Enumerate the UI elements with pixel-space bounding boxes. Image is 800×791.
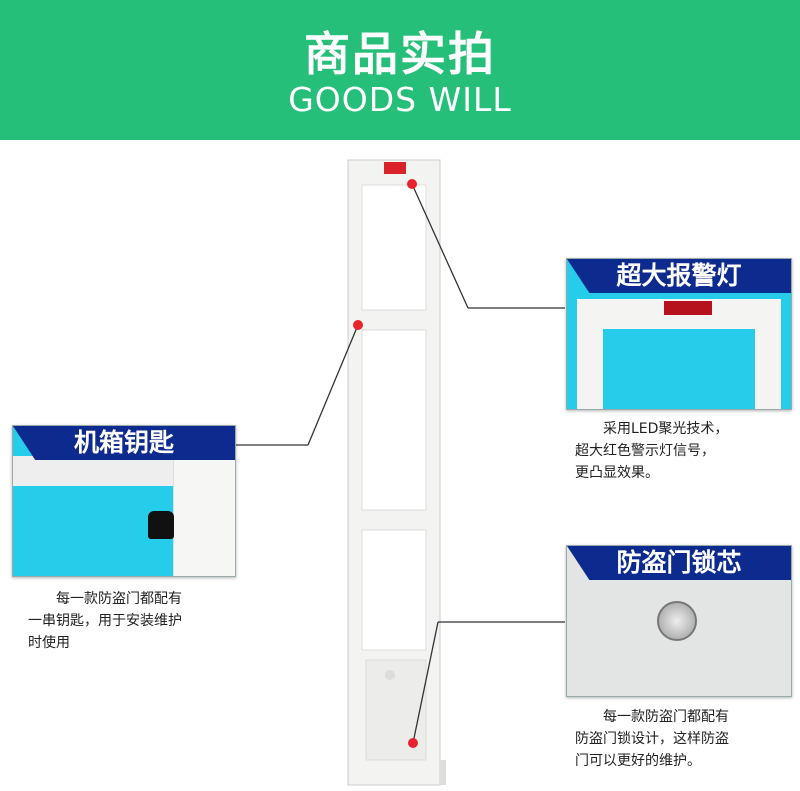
marker-dot xyxy=(408,738,418,748)
page-title: 商品实拍 xyxy=(304,27,496,81)
desc-line: 门可以更好的维护。 xyxy=(575,753,701,769)
desc-line: 每一款防盗门都配有 xyxy=(603,709,729,725)
desc-line: 时使用 xyxy=(28,635,70,651)
desc-line: 更凸显效果。 xyxy=(575,465,659,481)
desc-line: 超大红色警示灯信号， xyxy=(575,443,715,459)
alarm-light xyxy=(384,162,406,174)
desc-line: 采用LED聚光技术， xyxy=(603,421,729,437)
key-icon xyxy=(148,511,174,539)
callout-desc: 每一款防盗门都配有 一串钥匙，用于安装维护 时使用 xyxy=(28,588,182,654)
callout-lock-core: 防盗门锁芯 xyxy=(566,545,792,697)
callout-desc: 每一款防盗门都配有 防盗门锁设计，这样防盗 门可以更好的维护。 xyxy=(575,706,729,772)
security-gate xyxy=(347,159,446,786)
callout-title: 防盗门锁芯 xyxy=(567,546,791,580)
marker-dot xyxy=(407,179,417,189)
desc-line: 防盗门锁设计，这样防盗 xyxy=(575,731,729,747)
marker-dot xyxy=(353,320,363,330)
desc-line: 一串钥匙，用于安装维护 xyxy=(28,613,182,629)
lock-icon xyxy=(657,601,697,641)
desc-line: 每一款防盗门都配有 xyxy=(56,591,182,607)
callout-title: 超大报警灯 xyxy=(567,259,791,293)
callout-title: 机箱钥匙 xyxy=(13,426,235,460)
callout-case-key: 机箱钥匙 xyxy=(12,425,236,577)
callout-alarm-light: 超大报警灯 xyxy=(566,258,792,410)
page-subtitle: GOODS WILL xyxy=(288,80,512,119)
callout-desc: 采用LED聚光技术， 超大红色警示灯信号， 更凸显效果。 xyxy=(575,418,728,484)
header-banner: 商品实拍 GOODS WILL xyxy=(0,0,800,140)
